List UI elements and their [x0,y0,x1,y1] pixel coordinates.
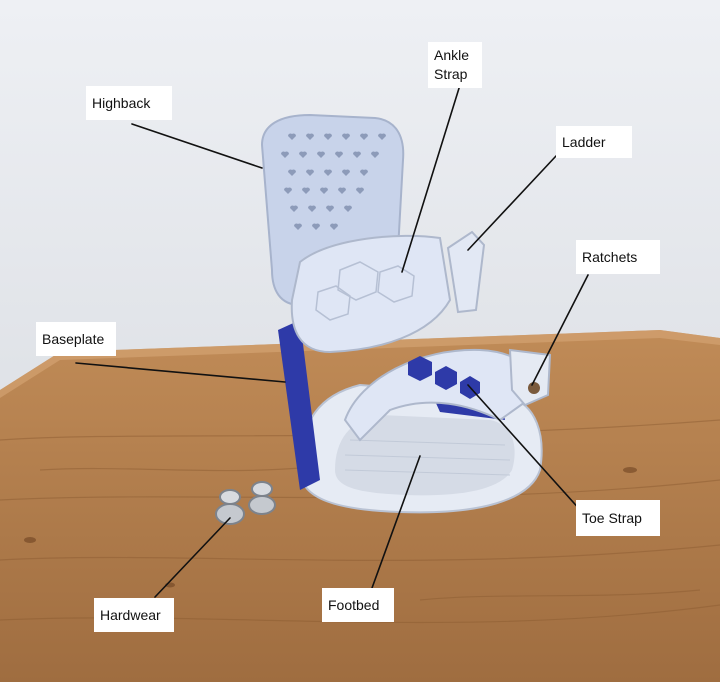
leader-ankle-strap [401,84,461,273]
footbed-shape [335,415,515,496]
label-ladder: Ladder [556,126,632,158]
label-hardwear: Hardwear [94,598,174,632]
highback-vent [360,133,368,140]
highback-vent [306,133,314,140]
highback-vent [338,187,346,194]
highback-vent [294,223,302,230]
label-toe-strap: Toe Strap [576,500,660,536]
highback-vent [342,169,350,176]
leader-ladder [467,155,557,251]
wood-knots [24,467,637,588]
label-highback: Highback [86,86,172,120]
highback-vent [306,169,314,176]
label-ankle-strap: Ankle Strap [428,42,482,88]
highback-vent [308,205,316,212]
leader-baseplate [75,362,286,383]
ladder-shape [446,230,486,314]
highback-vent [281,151,289,158]
leader-footbed [371,455,421,589]
highback-vent [326,205,334,212]
highback-vents [281,133,386,230]
highback-vent [335,151,343,158]
label-footbed: Footbed [322,588,394,622]
heelcup-accent [278,320,320,490]
ratchet-shape [508,348,552,407]
leader-ratchets [531,274,589,386]
ratchet-knob [528,382,540,394]
highback-vent [320,187,328,194]
highback-vent [288,133,296,140]
highback-vent [342,133,350,140]
highback-vent [284,187,292,194]
highback-vent [353,151,361,158]
highback-vent [302,187,310,194]
leader-lines [75,84,589,598]
ankle-strap-pattern [315,261,415,321]
hardware-screws [215,481,276,525]
highback-vent [324,169,332,176]
highback-vent [360,169,368,176]
highback-vent [312,223,320,230]
label-ratchets: Ratchets [576,240,660,274]
label-baseplate: Baseplate [36,322,116,356]
highback-vent [317,151,325,158]
leader-hardwear [154,517,231,598]
highback-vent [290,205,298,212]
highback-vent [356,187,364,194]
highback-vent [288,169,296,176]
highback-vent [344,205,352,212]
highback-vent [299,151,307,158]
leader-toe-strap [467,384,583,513]
footbed-texture [344,439,511,476]
highback-vent [324,133,332,140]
leader-highback [131,123,263,169]
highback-vent [378,133,386,140]
highback-vent [371,151,379,158]
highback-vent [330,223,338,230]
